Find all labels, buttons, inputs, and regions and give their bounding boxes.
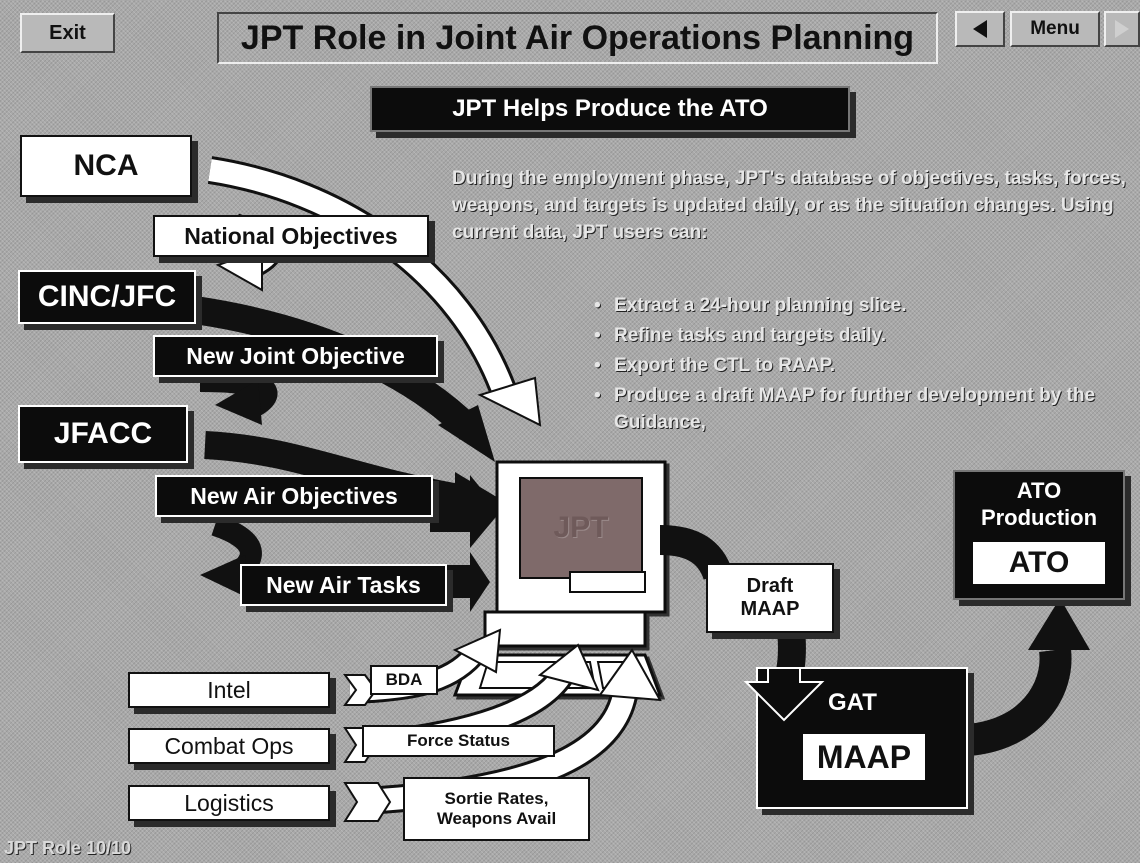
- ato-production-title: ATO Production: [955, 477, 1123, 531]
- cinc-to-jfacc-arrow: [199, 368, 278, 416]
- jfacc-box: JFACC: [18, 405, 188, 463]
- back-button[interactable]: [955, 11, 1005, 47]
- weapons-avail-text: Weapons Avail: [436, 809, 557, 828]
- draft-text: Draft: [746, 575, 794, 597]
- right-triangle-icon: [1115, 20, 1129, 38]
- gat-label: GAT: [828, 689, 877, 716]
- force-status-label: Force Status: [362, 725, 555, 757]
- intel-chevron: [343, 674, 378, 706]
- forward-button[interactable]: [1104, 11, 1140, 47]
- ato-production-line2: Production: [980, 505, 1098, 530]
- new-joint-objective-label: New Joint Objective: [153, 335, 438, 377]
- jpt-screen-label: JPT: [553, 511, 609, 544]
- new-air-objectives-label: New Air Objectives: [155, 475, 433, 517]
- intel-box: Intel: [128, 672, 330, 708]
- maap-text: MAAP: [740, 598, 800, 620]
- new-air-tasks-label: New Air Tasks: [240, 564, 447, 606]
- exit-button[interactable]: Exit: [20, 13, 115, 53]
- nca-box: NCA: [20, 135, 192, 197]
- bullet-item: Export the CTL to RAAP.: [592, 352, 1112, 379]
- gat-to-ato-arrow: [966, 648, 1072, 756]
- description-intro: During the employment phase, JPT's datab…: [452, 168, 1126, 243]
- sortie-weapons-label: Sortie Rates, Weapons Avail: [403, 777, 590, 841]
- bullet-item: Extract a 24-hour planning slice.: [592, 292, 1112, 319]
- subtitle-banner: JPT Helps Produce the ATO: [370, 86, 850, 132]
- logistics-box: Logistics: [128, 785, 330, 821]
- air-tasks-arrow: [445, 552, 490, 612]
- page-title: JPT Role in Joint Air Operations Plannin…: [217, 12, 938, 64]
- bullet-item: Refine tasks and targets daily.: [592, 322, 1112, 349]
- left-triangle-icon: [973, 20, 987, 38]
- bullet-item: Produce a draft MAAP for further develop…: [592, 382, 1112, 436]
- draft-maap-box: Draft MAAP: [706, 563, 834, 633]
- national-objectives-label: National Objectives: [153, 215, 429, 257]
- gat-box: GAT MAAP: [756, 667, 968, 809]
- maap-label: MAAP: [803, 734, 925, 780]
- logistics-chevron: [343, 782, 392, 822]
- sortie-rates-text: Sortie Rates,: [444, 789, 549, 808]
- combat-ops-box: Combat Ops: [128, 728, 330, 764]
- slide-footer: JPT Role 10/10: [4, 838, 132, 858]
- ato-production-box: ATO Production ATO: [953, 470, 1125, 600]
- ato-label: ATO: [973, 542, 1105, 584]
- air-objectives-arrow: [430, 475, 500, 548]
- cinc-jfc-box: CINC/JFC: [18, 270, 196, 324]
- bda-label: BDA: [370, 665, 438, 695]
- description-bullets: Extract a 24-hour planning slice. Refine…: [592, 292, 1112, 436]
- menu-button[interactable]: Menu: [1010, 11, 1100, 47]
- ato-production-line1: ATO: [1016, 478, 1062, 503]
